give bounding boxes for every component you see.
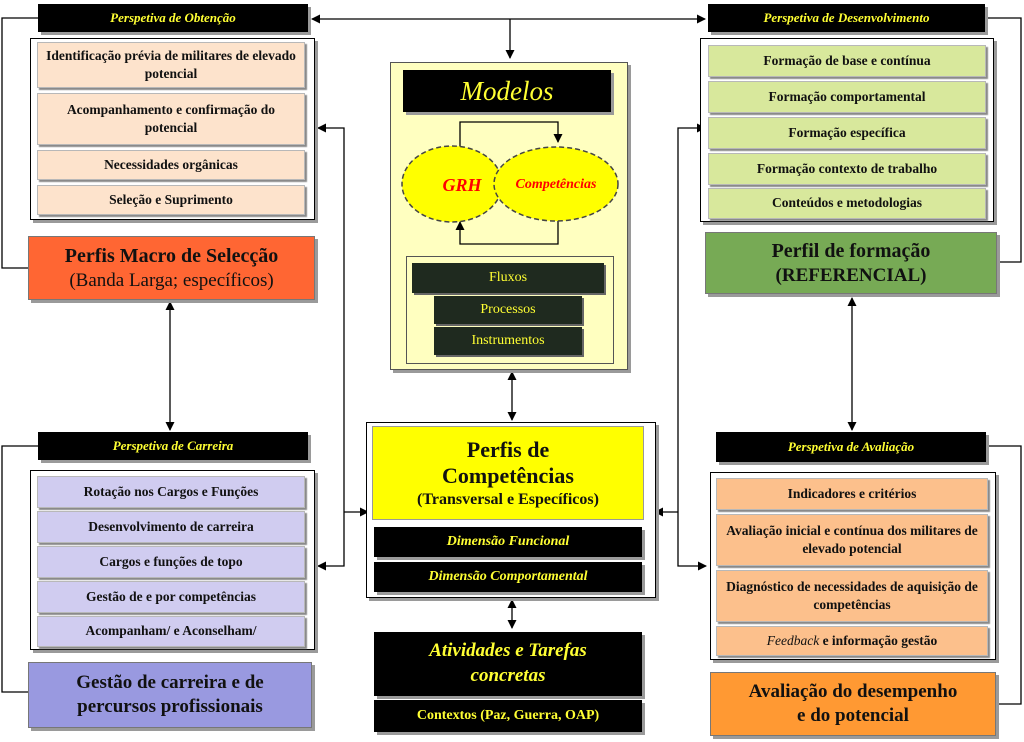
avaliacao-item: Diagnóstico de necessidades de aquisição… — [716, 570, 988, 622]
perfis-macro-subtitle: (Banda Larga; específicos) — [69, 269, 274, 291]
atividades-title-line2: concretas — [470, 665, 546, 686]
carreira-item-label: Cargos e funções de topo — [99, 553, 243, 569]
dimensao-comportamental-text: Dimensão Comportamental — [428, 569, 588, 584]
atividades-title-line1: Atividades e Tarefas — [429, 640, 587, 662]
obtencao-item: Necessidades orgânicas — [37, 150, 305, 180]
perfis-macro-title: Perfis Macro de Selecção — [64, 244, 279, 267]
obtencao-item-label: Seleção e Suprimento — [109, 191, 233, 207]
modelos-title: Modelos — [460, 75, 554, 106]
avaliacao-item-label: Indicadores e critérios — [787, 485, 917, 501]
perfis-macro-selecao-box: Perfis Macro de Selecção (Banda Larga; e… — [28, 236, 315, 300]
carreira-item-label: Gestão de e por competências — [86, 588, 256, 604]
competencias-text: Competências — [515, 177, 597, 192]
carreira-item: Desenvolvimento de carreira — [37, 511, 305, 543]
gestao-carreira-title: Gestão de carreira e de — [76, 672, 264, 694]
desenvolvimento-item: Formação específica — [708, 117, 986, 149]
feedback-emphasis: Feedback — [766, 632, 820, 648]
obtencao-header-label: Perspetiva de Obtenção — [110, 10, 236, 25]
obtencao-item: Seleção e Suprimento — [37, 185, 305, 215]
desenvolvimento-header-label: Perspetiva de Desenvolvimento — [763, 10, 930, 25]
carreira-header: Perspetiva de Carreira — [38, 432, 308, 460]
perfil-formacao-title: Perfil de formação — [771, 239, 931, 262]
obtencao-header: Perspetiva de Obtenção — [38, 4, 308, 32]
avaliacao-desempenho-box: Avaliação do desempenho e do potencial — [710, 672, 996, 736]
avaliacao-desempenho-subtitle: e do potencial — [797, 705, 909, 726]
obtencao-item-label: Necessidades orgânicas — [104, 156, 238, 172]
desenvolvimento-header: Perspetiva de Desenvolvimento — [708, 4, 985, 32]
obtencao-item: Identificação prévia de militares de ele… — [37, 42, 305, 88]
dimensao-funcional-text: Dimensão Funcional — [446, 534, 570, 549]
instrumentos-box: Instrumentos — [434, 327, 582, 355]
processos-text: Processos — [480, 302, 536, 317]
processos-box: Processos — [434, 296, 582, 324]
contextos-box: Contextos (Paz, Guerra, OAP) — [374, 700, 642, 732]
gestao-carreira-box: Gestão de carreira e de percursos profis… — [28, 662, 312, 728]
carreira-item: Rotação nos Cargos e Funções — [37, 476, 305, 508]
desenvolvimento-item-label: Formação de base e contínua — [763, 52, 931, 68]
perfil-formacao-box: Perfil de formação (REFERENCIAL) — [705, 232, 997, 294]
carreira-item: Acompanham/ e Aconselham/ — [37, 616, 305, 647]
desenvolvimento-item-label: Conteúdos e metodologias — [771, 195, 922, 211]
perfis-title-line2: Competências — [442, 463, 574, 489]
desenvolvimento-item-label: Formação contexto de trabalho — [756, 160, 938, 176]
grh-competencias-cycle — [401, 121, 619, 245]
obtencao-item-label: Identificação prévia de militares de ele… — [46, 47, 296, 81]
atividades-box: Atividades e Tarefas concretas — [374, 632, 642, 696]
avaliacao-header: Perspetiva de Avaliação — [716, 432, 986, 462]
avaliacao-header-label: Perspetiva de Avaliação — [787, 439, 915, 454]
competencias-label: Competências — [496, 174, 616, 196]
perfis-competencias-box: Perfis de Competências (Transversal e Es… — [372, 426, 644, 520]
carreira-item: Gestão de e por competências — [37, 581, 305, 613]
carreira-header-label: Perspetiva de Carreira — [112, 438, 234, 453]
grh-text: GRH — [442, 174, 482, 195]
avaliacao-item: Feedback e informação gestão — [716, 626, 988, 656]
avaliacao-item-label: Diagnóstico de necessidades de aquisição… — [726, 578, 978, 612]
obtencao-item: Acompanhamento e confirmação do potencia… — [37, 93, 305, 145]
avaliacao-item: Avaliação inicial e contínua dos militar… — [716, 514, 988, 566]
avaliacao-desempenho-title: Avaliação do desempenho — [748, 681, 958, 703]
fluxos-text: Fluxos — [488, 270, 528, 285]
carreira-item-label: Rotação nos Cargos e Funções — [83, 483, 259, 499]
desenvolvimento-item-label: Formação comportamental — [768, 88, 926, 104]
perfis-title-line1: Perfis de — [466, 437, 550, 463]
feedback-rest: e informação gestão — [819, 632, 938, 648]
dimensao-funcional-box: Dimensão Funcional — [374, 527, 642, 557]
carreira-item-label: Desenvolvimento de carreira — [88, 518, 254, 534]
carreira-item-label: Acompanham/ e Aconselham/ — [85, 623, 257, 639]
desenvolvimento-item: Conteúdos e metodologias — [708, 188, 986, 219]
avaliacao-item: Indicadores e critérios — [716, 478, 988, 510]
carreira-item: Cargos e funções de topo — [37, 546, 305, 578]
perfil-formacao-subtitle: (REFERENCIAL) — [775, 264, 927, 286]
desenvolvimento-item: Formação de base e contínua — [708, 45, 986, 77]
desenvolvimento-item-label: Formação específica — [788, 124, 906, 140]
instrumentos-text: Instrumentos — [471, 333, 545, 348]
gestao-carreira-subtitle: percursos profissionais — [77, 696, 263, 717]
desenvolvimento-item: Formação contexto de trabalho — [708, 153, 986, 185]
feedback-item-label: Feedback e informação gestão — [767, 632, 938, 650]
modelos-title-box: Modelos — [403, 70, 611, 112]
fluxos-box: Fluxos — [412, 263, 604, 293]
grh-label: GRH — [432, 172, 492, 198]
dimensao-comportamental-box: Dimensão Comportamental — [374, 562, 642, 592]
contextos-text: Contextos (Paz, Guerra, OAP) — [416, 708, 600, 723]
obtencao-item-label: Acompanhamento e confirmação do potencia… — [66, 101, 276, 135]
avaliacao-item-label: Avaliação inicial e contínua dos militar… — [726, 522, 978, 556]
perfis-subtitle: (Transversal e Específicos) — [417, 490, 599, 508]
desenvolvimento-item: Formação comportamental — [708, 81, 986, 113]
